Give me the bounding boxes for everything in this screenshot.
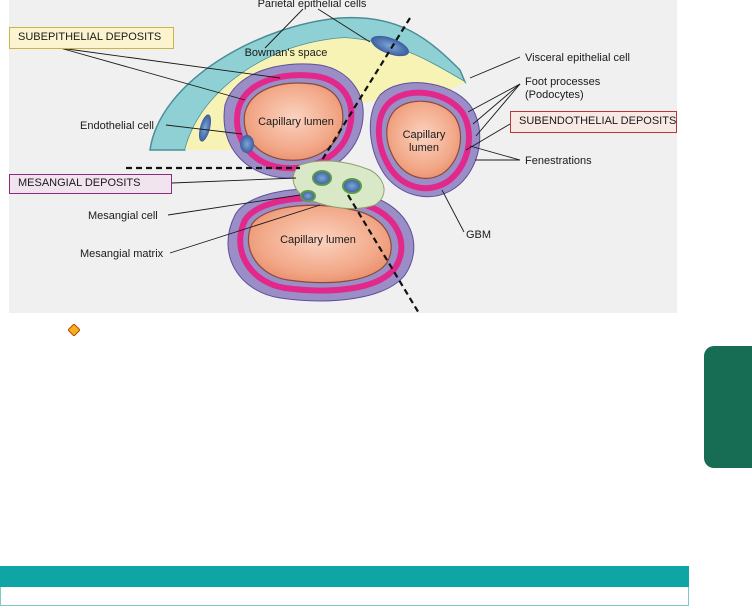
- label-gbm: GBM: [466, 229, 491, 241]
- label-capillary-lumen-bottom: Capillary lumen: [280, 234, 356, 246]
- divider-top: [321, 17, 411, 161]
- subendothelial-deposits-box: SUBENDOTHELIAL DEPOSITS: [510, 111, 677, 133]
- label-mesangial-cell: Mesangial cell: [88, 210, 158, 222]
- label-capillary-lumen-right-1: Capillary: [403, 129, 446, 141]
- mesangial-cell-3: [300, 190, 316, 202]
- chapter-side-tab: [704, 346, 752, 468]
- label-mesangial-matrix: Mesangial matrix: [80, 248, 164, 260]
- table-first-row: [0, 587, 689, 606]
- endothelial-nucleus: [240, 135, 254, 153]
- label-visceral-epithelial-cell: Visceral epithelial cell: [525, 52, 630, 64]
- capillary-lumen-top-left: [243, 82, 344, 161]
- divider-bottom: [347, 194, 421, 316]
- parietal-nucleus-top: [371, 35, 409, 57]
- mesangial-cell-1: [312, 170, 332, 186]
- gbm-right: [375, 89, 472, 192]
- diamond-bullet-icon: [68, 324, 80, 336]
- label-endothelial-cell: Endothelial cell: [80, 120, 154, 132]
- label-capillary-lumen-right-2: lumen: [409, 142, 439, 154]
- label-bowmans-space: Bowman's space: [245, 47, 328, 59]
- mesangial-deposits-box: MESANGIAL DEPOSITS: [9, 174, 172, 194]
- label-capillary-lumen-top-left: Capillary lumen: [258, 116, 334, 128]
- label-parietal-epithelial-cells: Parietal epithelial cells: [258, 0, 367, 10]
- leader-lines: [59, 8, 521, 254]
- table-header-bar: [0, 566, 689, 587]
- capillary-lumen-bottom: [247, 204, 392, 284]
- parietal-nucleus-left: [198, 114, 212, 142]
- subepithelial-deposits-box: SUBEPITHELIAL DEPOSITS: [9, 27, 174, 49]
- capillary-lumen-right: [386, 100, 462, 179]
- label-podocytes: (Podocytes): [525, 89, 584, 101]
- label-fenestrations: Fenestrations: [525, 155, 592, 167]
- label-foot-processes: Foot processes: [525, 76, 601, 88]
- mesangial-cell-2: [342, 178, 362, 194]
- glomerulus-diagram: Parietal epithelial cells Bowman's space…: [59, 0, 630, 316]
